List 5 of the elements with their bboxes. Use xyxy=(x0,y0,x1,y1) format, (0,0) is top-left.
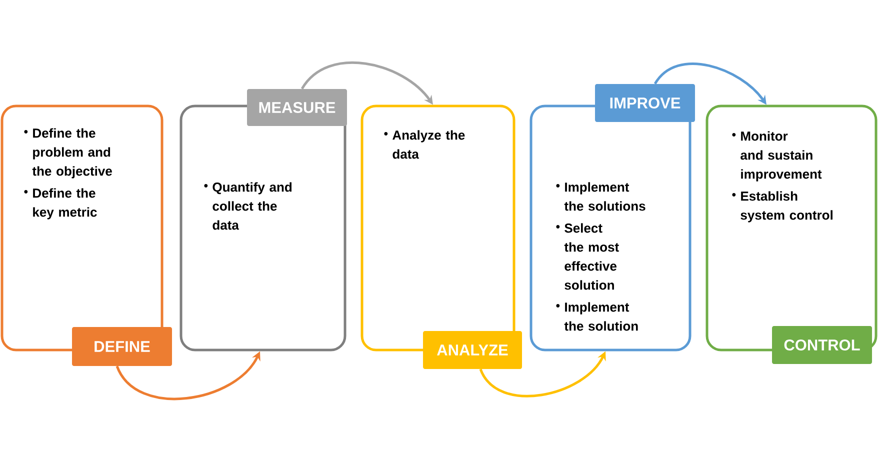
phase-label: IMPROVE xyxy=(595,84,695,122)
phase-label: DEFINE xyxy=(72,327,172,366)
phase-label: ANALYZE xyxy=(423,331,522,369)
phase-label: MEASURE xyxy=(247,89,347,126)
phase-label: CONTROL xyxy=(772,326,872,364)
